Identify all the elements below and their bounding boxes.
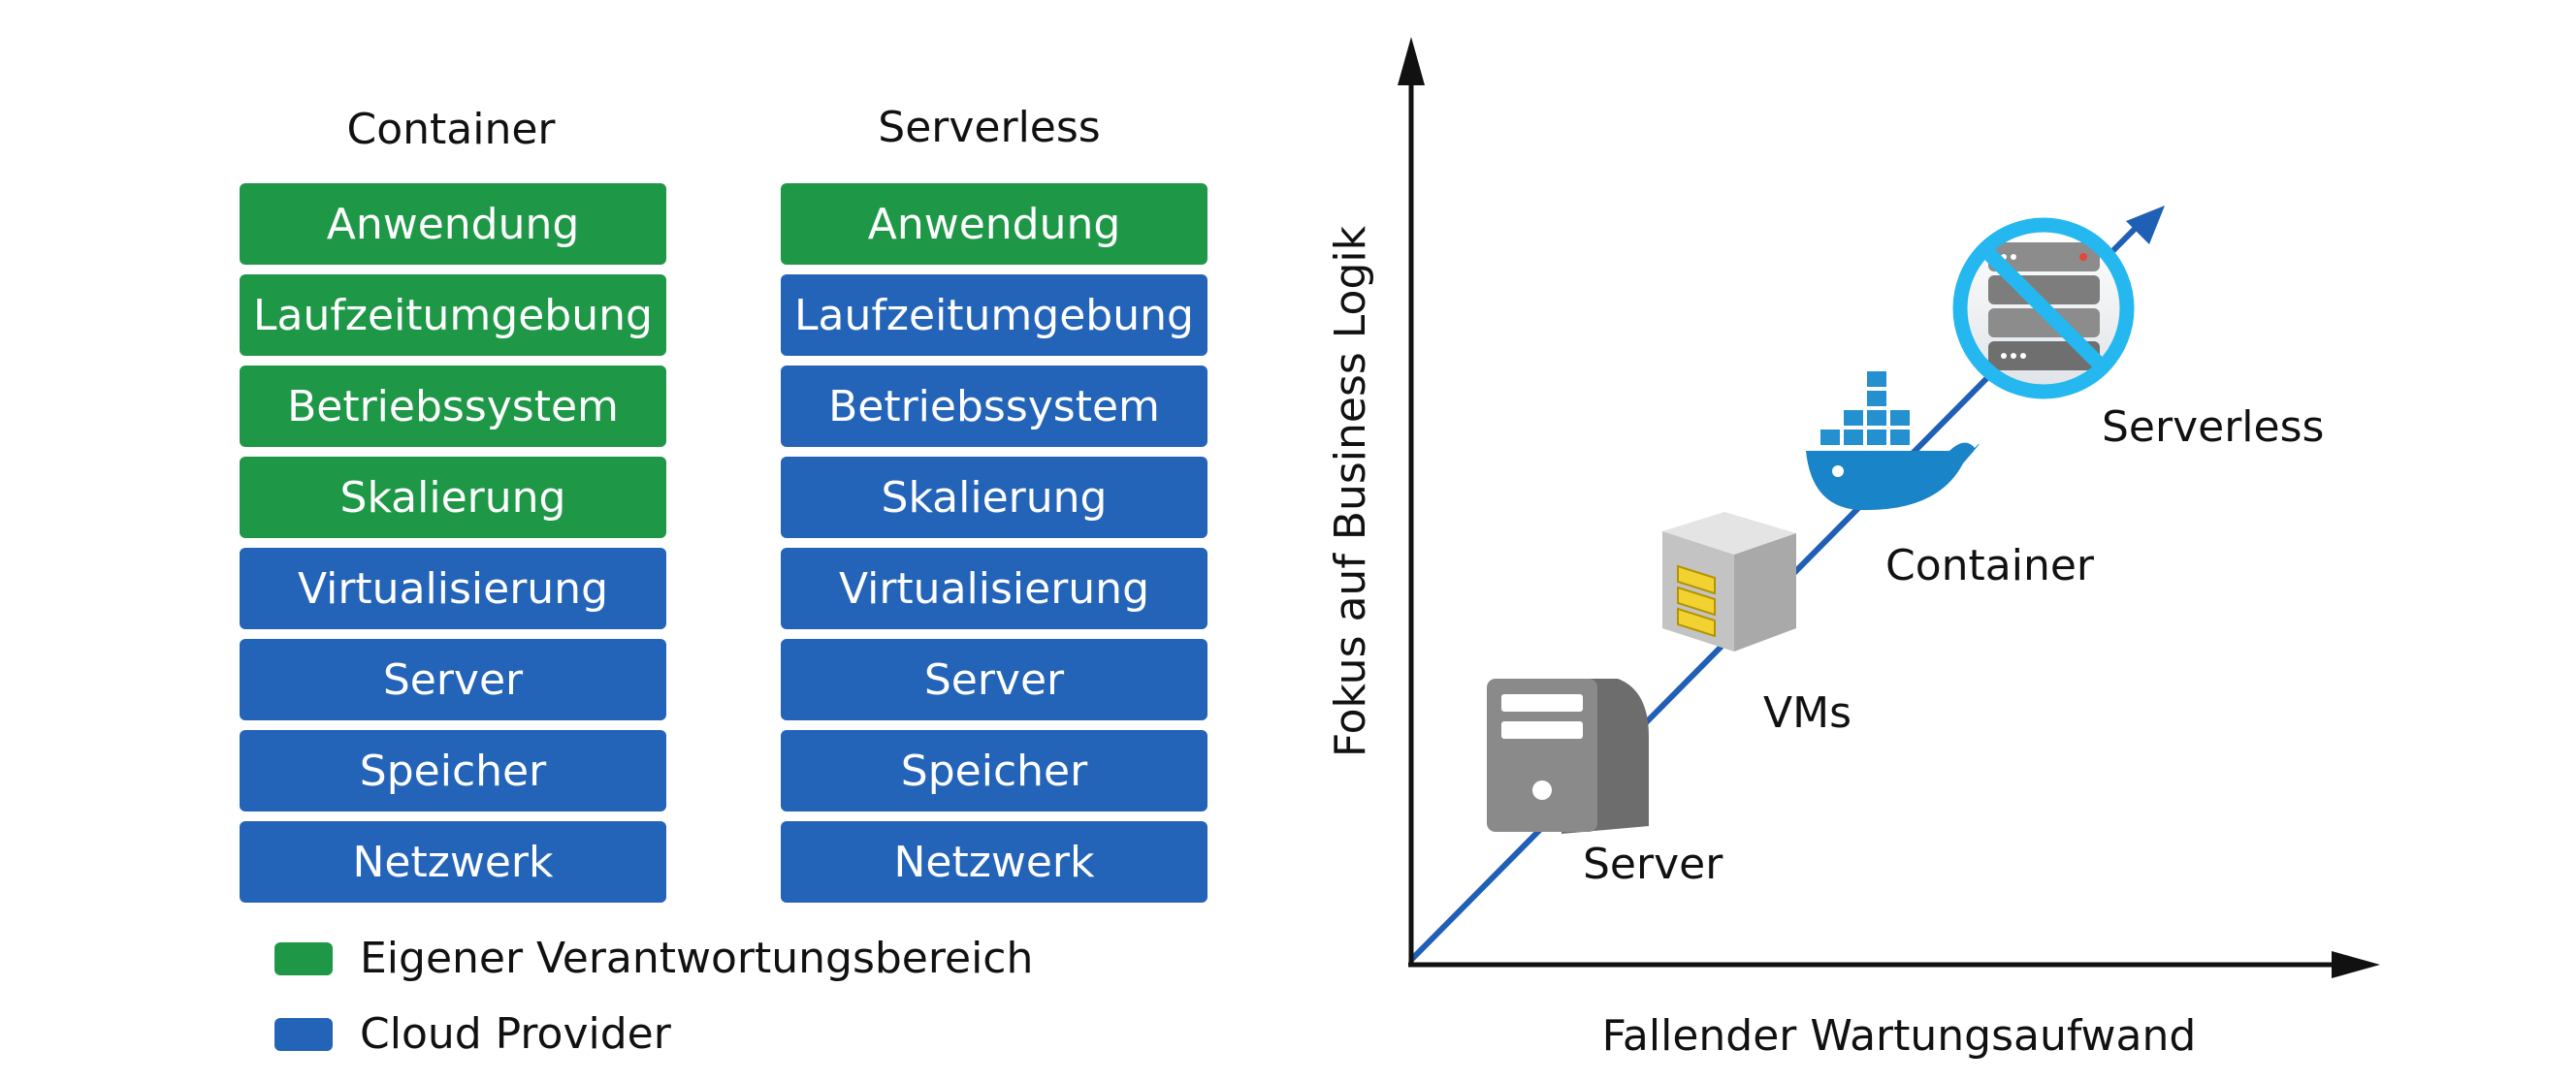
- layer-stack-serverless: Anwendung Laufzeitumgebung Betriebssyste…: [781, 183, 1208, 912]
- legend-item-provider: Cloud Provider: [274, 1009, 671, 1059]
- x-axis-label: Fallender Wartungsaufwand: [1602, 1011, 2197, 1061]
- stage-label-vms: VMs: [1763, 688, 1852, 738]
- legend-swatch-provider: [274, 1017, 333, 1051]
- legend-label-provider: Cloud Provider: [360, 1009, 671, 1059]
- y-axis: [1398, 37, 1425, 965]
- y-axis-label: Fokus auf Business Logik: [1326, 225, 1375, 757]
- layer-speicher: Speicher: [240, 730, 666, 812]
- layer-server: Server: [781, 639, 1208, 720]
- layer-skalierung: Skalierung: [240, 457, 666, 538]
- layer-anwendung: Anwendung: [781, 183, 1208, 265]
- layer-netzwerk: Netzwerk: [781, 821, 1208, 903]
- layer-speicher: Speicher: [781, 730, 1208, 812]
- docker-whale-icon: [1806, 371, 1980, 511]
- layer-laufzeitumgebung: Laufzeitumgebung: [781, 274, 1208, 356]
- layer-laufzeitumgebung: Laufzeitumgebung: [240, 274, 666, 356]
- layer-betriebssystem: Betriebssystem: [781, 366, 1208, 447]
- stage-label-container: Container: [1885, 541, 2095, 590]
- layer-netzwerk: Netzwerk: [240, 821, 666, 903]
- x-axis: [1408, 951, 2380, 978]
- legend-swatch-own: [274, 941, 333, 975]
- layer-stack-container: Anwendung Laufzeitumgebung Betriebssyste…: [240, 183, 666, 912]
- layer-virtualisierung: Virtualisierung: [781, 548, 1208, 629]
- layer-anwendung: Anwendung: [240, 183, 666, 265]
- layer-server: Server: [240, 639, 666, 720]
- server-tower-icon: [1487, 679, 1649, 834]
- server-rack-icon: [1988, 242, 2100, 370]
- stage-label-serverless: Serverless: [2102, 402, 2324, 452]
- layer-virtualisierung: Virtualisierung: [240, 548, 666, 629]
- legend-label-own: Eigener Verantwortungsbereich: [360, 934, 1034, 983]
- column-title-container: Container: [346, 105, 556, 154]
- no-server-icon: [1952, 217, 2135, 399]
- layer-skalierung: Skalierung: [781, 457, 1208, 538]
- legend-item-own: Eigener Verantwortungsbereich: [274, 934, 1033, 983]
- column-title-serverless: Serverless: [878, 103, 1101, 152]
- layer-betriebssystem: Betriebssystem: [240, 366, 666, 447]
- vm-cube-icon: [1662, 512, 1796, 652]
- stage-label-server: Server: [1583, 840, 1723, 889]
